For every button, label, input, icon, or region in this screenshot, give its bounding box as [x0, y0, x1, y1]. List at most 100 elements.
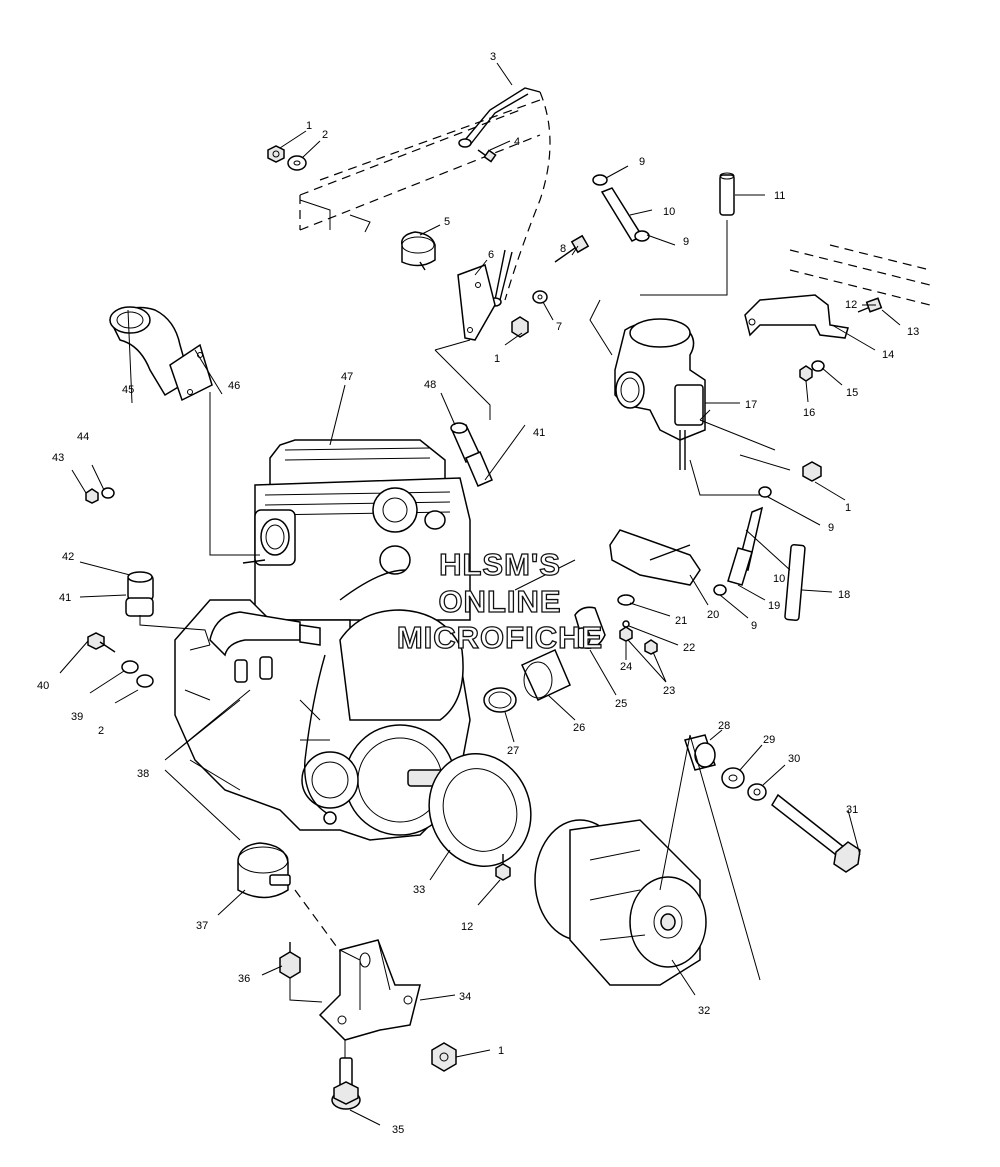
nut-24: [619, 626, 633, 642]
callout-c10b: 10: [773, 573, 785, 585]
nut-1-right: [802, 461, 822, 482]
callout-c37: 37: [196, 920, 208, 932]
bracket-6: [457, 264, 496, 341]
carburetor: [614, 318, 711, 470]
washer-2-left: [136, 674, 154, 688]
hose-41-upper: [465, 451, 493, 487]
callout-leaders: [59, 62, 901, 1126]
callout-c41a: 41: [59, 592, 71, 604]
leader-mount: [164, 759, 241, 841]
callout-c48: 48: [424, 379, 436, 391]
callout-c34: 34: [459, 991, 471, 1003]
callout-c19: 19: [768, 600, 780, 612]
callout-c39: 39: [71, 711, 83, 723]
callout-c47: 47: [341, 371, 353, 383]
callout-c9c: 9: [828, 522, 834, 534]
washer-29: [721, 767, 745, 789]
callout-c14: 14: [882, 349, 894, 361]
nut-36: [279, 942, 301, 979]
callout-c4: 4: [514, 136, 520, 148]
callout-c30: 30: [788, 753, 800, 765]
callout-c29: 29: [763, 734, 775, 746]
washer-top: [287, 155, 307, 171]
nut-top: [267, 145, 285, 163]
leader-clutch: [659, 734, 761, 981]
watermark-line-1: HLSM'S: [439, 547, 561, 582]
nut-23: [644, 639, 658, 655]
callout-c41b: 41: [533, 427, 545, 439]
callout-c2a: 2: [322, 129, 328, 141]
callout-c26: 26: [573, 722, 585, 734]
callout-c32: 32: [698, 1005, 710, 1017]
watermark-line-2: ONLINE: [438, 584, 561, 619]
fuel-filter-19: [727, 547, 753, 586]
bolt-40: [87, 632, 116, 653]
bracket-34: [318, 939, 421, 1041]
callout-c28: 28: [718, 720, 730, 732]
leader-hoses: [589, 220, 728, 356]
hose-42: [127, 571, 154, 601]
bolt-4: [477, 149, 497, 163]
callout-c17: 17: [745, 399, 757, 411]
cover-33: [428, 753, 532, 867]
hose-clamp-9-d: [713, 584, 727, 596]
callout-c13: 13: [907, 326, 919, 338]
callout-c25: 25: [615, 698, 627, 710]
callout-c27: 27: [507, 745, 519, 757]
leader-bracket-34: [289, 975, 346, 1060]
leader-bracket: [434, 339, 491, 420]
nut-43: [85, 488, 99, 504]
leader-plate: [514, 559, 576, 591]
callout-c46: 46: [228, 380, 240, 392]
callout-labels: 1 2 3 4 5 6 7 8 1 9 10 9 11 12 13 14 15 …: [37, 51, 919, 1136]
callout-c36: 36: [238, 973, 250, 985]
callout-c8: 8: [560, 243, 566, 255]
frame-rail-right-outline: [789, 244, 931, 306]
callout-c9a: 9: [639, 156, 645, 168]
leader-hose-left: [139, 615, 211, 646]
hose-clamp-9-c: [758, 486, 772, 498]
leader-intake: [209, 392, 260, 556]
bolt-31: [771, 793, 861, 873]
callout-c38: 38: [137, 768, 149, 780]
callout-c18: 18: [838, 589, 850, 601]
bolt-35: [331, 1057, 361, 1110]
callout-c35: 35: [392, 1124, 404, 1136]
gasket-46: [169, 343, 213, 402]
callout-c9b: 9: [683, 236, 689, 248]
washer-44: [101, 487, 115, 499]
callout-c20: 20: [707, 609, 719, 621]
washer-15: [811, 360, 825, 372]
callout-c24: 24: [620, 661, 632, 673]
bolt-8: [554, 234, 590, 263]
callout-c1a: 1: [306, 120, 312, 132]
screw-12-cover: [495, 854, 511, 881]
callout-c12b: 12: [461, 921, 473, 933]
leader-fuel: [689, 419, 791, 496]
hose-clamp-27: [483, 687, 517, 713]
hose-clamp-9-b: [634, 230, 650, 242]
watermark: HLSM'S ONLINE MICROFICHE: [396, 546, 603, 655]
callout-c10a: 10: [663, 206, 675, 218]
plate-20: [609, 529, 701, 586]
callout-c43: 43: [52, 452, 64, 464]
callout-c6: 6: [488, 249, 494, 261]
callout-c21: 21: [675, 615, 687, 627]
callout-c44: 44: [77, 431, 89, 443]
washer-21: [617, 594, 635, 606]
watermark-line-3: MICROFICHE: [397, 620, 603, 655]
callout-c15: 15: [846, 387, 858, 399]
mount-25: [573, 606, 606, 649]
callout-c40: 40: [37, 680, 49, 692]
spacer-28: [684, 734, 716, 771]
washer-7: [532, 290, 548, 304]
vent-hose-11: [719, 172, 735, 216]
callout-c23: 23: [663, 685, 675, 697]
engine-assembly: [174, 439, 471, 841]
callout-c16: 16: [803, 407, 815, 419]
callout-c9d: 9: [751, 620, 757, 632]
drive-clutch-32: [534, 819, 707, 986]
engine-mount-37: [237, 842, 291, 899]
frame-rail-outline: [299, 99, 541, 233]
